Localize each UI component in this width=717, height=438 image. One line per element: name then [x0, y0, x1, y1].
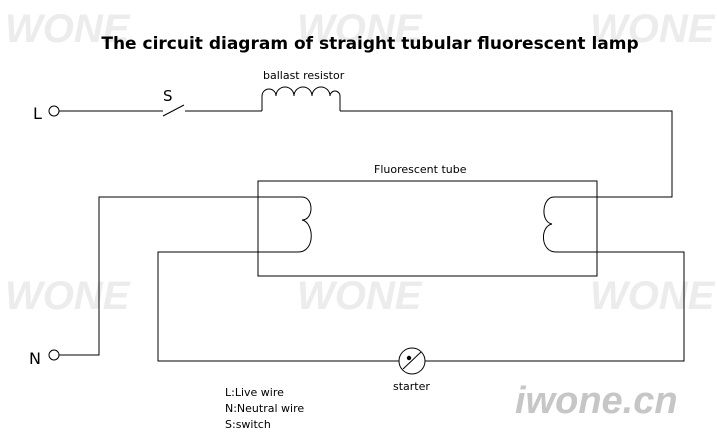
legend-item: L:Live wire: [225, 386, 284, 399]
switch-label: S: [163, 87, 173, 105]
starter-contact: [402, 351, 422, 370]
ballast-label: ballast resistor: [263, 69, 345, 82]
starter-dot: [406, 355, 412, 361]
left-filament: [258, 196, 312, 253]
starter-loop-wire: [157, 251, 685, 362]
watermark: WONE: [5, 274, 131, 318]
neutral-wire: [59, 196, 258, 356]
neutral-terminal: [48, 349, 60, 361]
watermark: WONE: [590, 274, 716, 318]
switch-contact: [162, 104, 185, 117]
ballast-inductor: [261, 86, 341, 111]
watermark: WONE: [590, 7, 716, 51]
legend-item: N:Neutral wire: [225, 402, 304, 415]
live-terminal-label: L: [33, 104, 42, 123]
starter-label: starter: [393, 380, 430, 393]
fluorescent-tube: [257, 180, 598, 277]
ballast-to-tube-wire: [340, 110, 673, 198]
legend-item: S:switch: [225, 418, 271, 431]
watermark: WONE: [5, 7, 131, 51]
watermark: WONE: [297, 7, 423, 51]
watermark: WONE: [297, 274, 423, 318]
tube-label: Fluorescent tube: [374, 163, 467, 176]
starter: [398, 347, 426, 375]
right-filament: [543, 196, 597, 253]
live-terminal: [48, 105, 60, 117]
neutral-terminal-label: N: [29, 349, 41, 368]
diagram-title: The circuit diagram of straight tubular …: [101, 34, 638, 54]
site-logo: iwone.cn: [515, 380, 678, 422]
